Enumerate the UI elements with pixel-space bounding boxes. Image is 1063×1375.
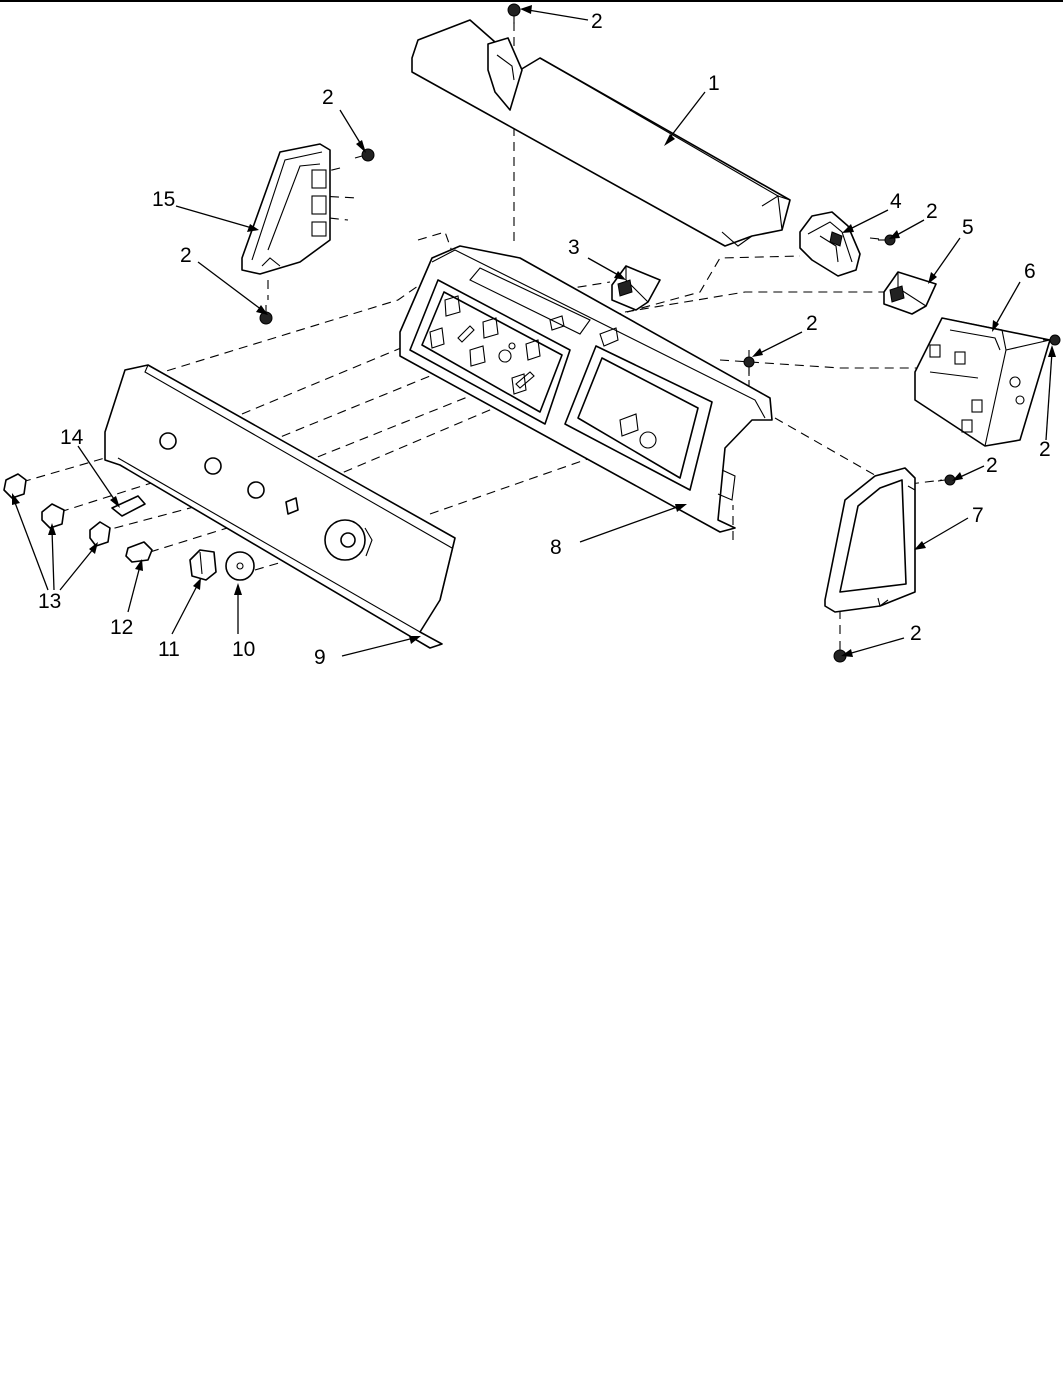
callout-2-left-upper: 2 <box>322 86 334 109</box>
callout-2-right-cap-lower: 2 <box>910 622 922 645</box>
callout-2-center: 2 <box>806 312 818 335</box>
screws <box>259 3 1061 663</box>
part-1-top-cover <box>411 19 791 247</box>
callout-2-left-lower: 2 <box>180 244 192 267</box>
callout-13: 13 <box>38 590 61 613</box>
part-10-knob <box>225 551 255 581</box>
callout-2-switch: 2 <box>926 200 938 223</box>
part-5-switch <box>883 271 937 315</box>
part-4-switch-motor <box>799 211 861 277</box>
callout-12: 12 <box>110 616 133 639</box>
part-9-front-panel <box>104 364 456 649</box>
callout-4: 4 <box>890 190 902 213</box>
callout-14: 14 <box>60 426 84 449</box>
screw-top <box>507 3 521 24</box>
part-7-right-end-cap <box>824 467 916 613</box>
screw-right-cap-upper <box>937 474 956 486</box>
screw-right-cap-lower <box>833 641 847 663</box>
callout-9: 9 <box>314 646 326 669</box>
callout-2-right-cap-upper: 2 <box>986 454 998 477</box>
callout-2-timer: 2 <box>1039 438 1051 461</box>
callout-6: 6 <box>1024 260 1036 283</box>
callout-2-top: 2 <box>591 10 603 33</box>
callout-labels: 1 2 2 2 2 2 2 2 2 3 4 5 6 7 8 9 10 11 12… <box>38 10 1051 669</box>
callout-3: 3 <box>568 236 580 259</box>
part-13-knobs <box>3 473 111 547</box>
screw-center-right <box>743 356 755 376</box>
part-11-knob-insert <box>189 549 217 581</box>
screw-timer <box>1043 334 1061 346</box>
part-3-switch <box>611 265 661 311</box>
part-12-button <box>125 541 153 563</box>
leader-lines <box>12 5 1056 657</box>
part-8-console-frame <box>399 245 773 533</box>
callout-5: 5 <box>962 216 974 239</box>
callout-1: 1 <box>708 72 720 95</box>
callout-8: 8 <box>550 536 562 559</box>
callout-7: 7 <box>972 504 984 527</box>
page-top-rule <box>0 0 1063 2</box>
part-15-left-end-cap <box>241 143 331 275</box>
callout-15: 15 <box>152 188 175 211</box>
callout-10: 10 <box>232 638 255 661</box>
part-14-indicator <box>111 495 146 517</box>
callout-11: 11 <box>158 638 180 661</box>
screw-left-lower <box>259 305 273 325</box>
part-6-timer <box>914 317 1051 447</box>
